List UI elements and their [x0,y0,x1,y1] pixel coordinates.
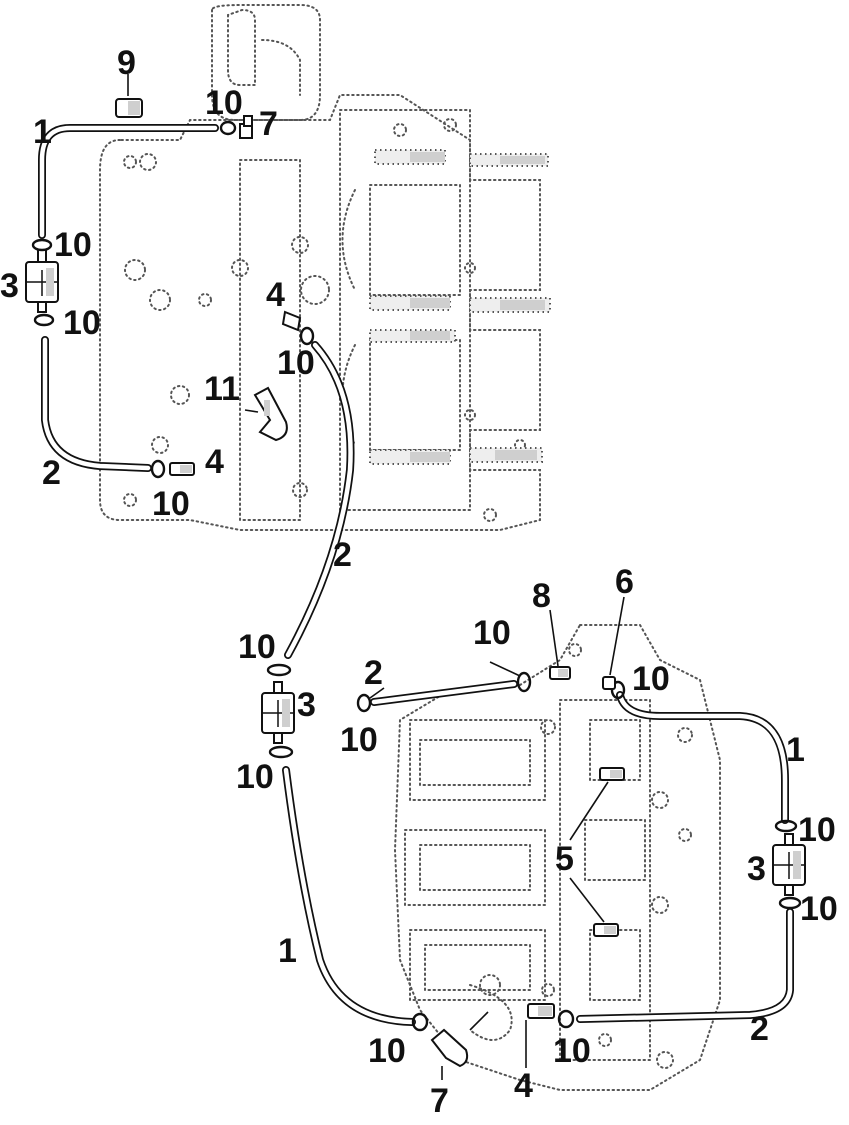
callout-1: 1 [33,113,52,151]
callout-3: 3 [0,267,19,305]
callout-10: 10 [368,1032,406,1070]
callout-10: 10 [800,890,838,928]
callout-6: 6 [615,563,634,601]
callout-3: 3 [747,850,766,888]
callout-2: 2 [750,1010,769,1048]
callout-10: 10 [63,304,101,342]
callout-10: 10 [340,721,378,759]
callout-10: 10 [152,485,190,523]
fuel-filter-center [261,681,295,744]
callout-5: 5 [555,840,574,878]
callout-1: 1 [278,932,297,970]
callout-10: 10 [632,660,670,698]
callout-8: 8 [532,577,551,615]
callout-10: 10 [473,614,511,652]
callout-7: 7 [430,1082,449,1120]
callout-labels: 9 10 7 1 10 3 10 4 10 11 2 4 10 2 10 3 1… [0,44,838,1120]
callout-10: 10 [205,84,243,122]
hoses [38,124,794,1026]
fuel-filter-lower-right [772,833,806,896]
callout-2: 2 [42,454,61,492]
hose-clamps [31,120,802,1032]
callout-10: 10 [798,811,836,849]
callout-4: 4 [514,1067,533,1105]
callout-7: 7 [259,105,278,143]
callout-10: 10 [277,344,315,382]
callout-4: 4 [205,443,224,481]
callout-11: 11 [204,370,240,408]
callout-10: 10 [238,628,276,666]
leader-lines [127,74,625,1080]
callout-2: 2 [364,654,383,692]
upper-powerhead-outline [99,4,551,531]
fittings [115,98,625,1068]
callout-10: 10 [236,758,274,796]
callout-10: 10 [553,1032,591,1070]
callout-2: 2 [333,536,352,574]
callout-10: 10 [54,226,92,264]
callout-3: 3 [297,686,316,724]
callout-1: 1 [786,731,805,769]
callout-9: 9 [117,44,136,82]
callout-4: 4 [266,276,285,314]
